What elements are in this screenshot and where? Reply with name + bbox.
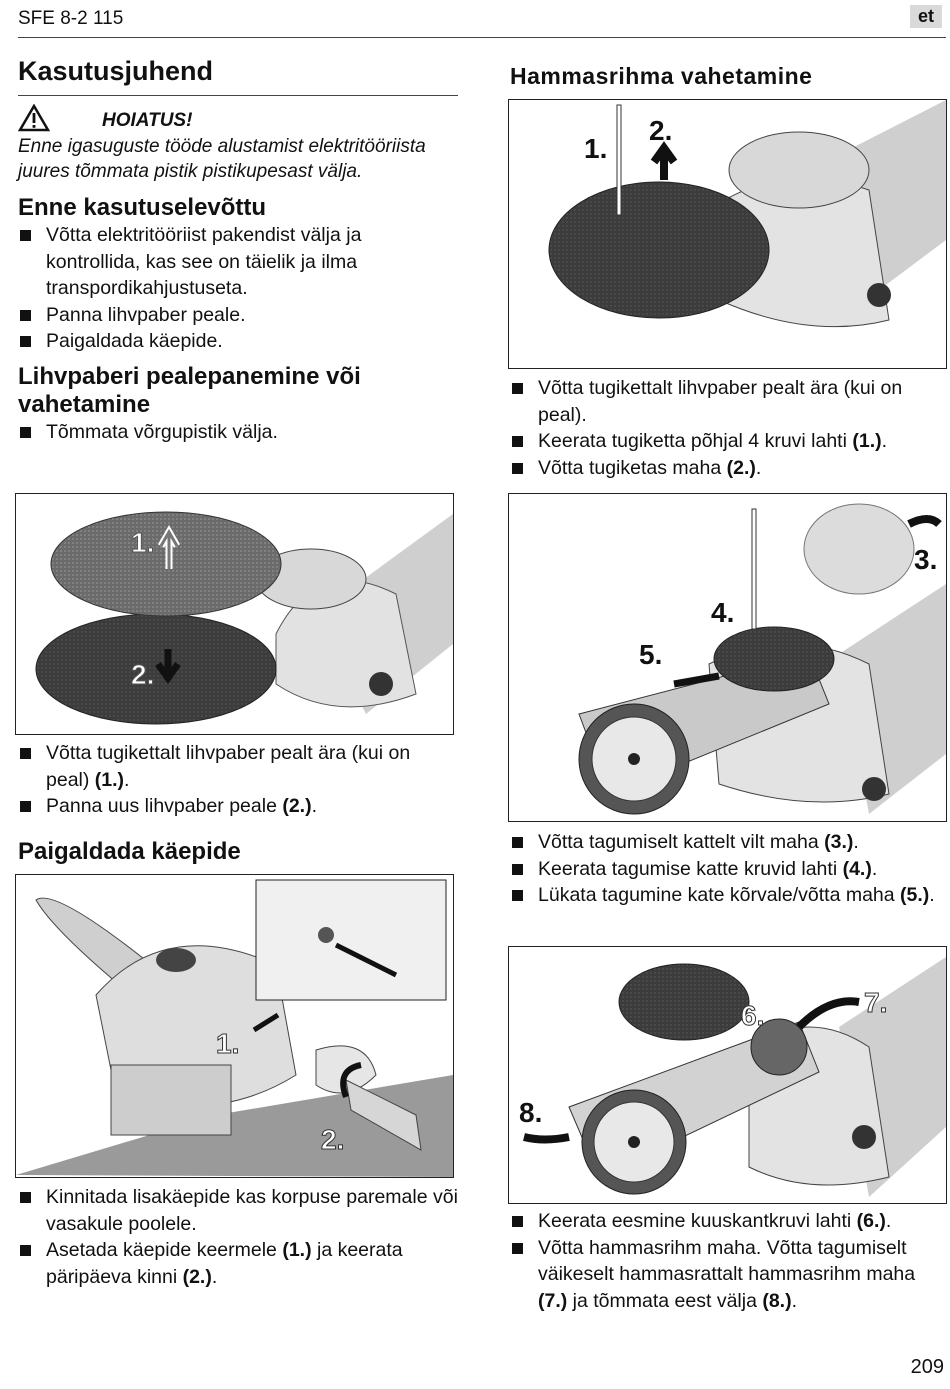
list-item: Võtta tugikettalt lihvpaber pealt ära (k… bbox=[18, 740, 458, 793]
fig5-label-7: 7. bbox=[864, 987, 887, 1018]
warning-text: Enne igasuguste tööde alustamist elektri… bbox=[18, 136, 426, 182]
figure-sandpaper-change: 1. 2. bbox=[15, 493, 454, 735]
right-column-list-2: Võtta tagumiselt kattelt vilt maha (3.).… bbox=[510, 829, 946, 909]
list-item: Võtta elektritööriist pakendist välja ja… bbox=[18, 222, 458, 302]
right-column: Hammasrihma vahetamine bbox=[510, 56, 946, 94]
left-column-lower: Võtta tugikettalt lihvpaber pealt ära (k… bbox=[18, 740, 458, 866]
fig5-label-6: 6. bbox=[741, 1000, 764, 1031]
list-item: Keerata eesmine kuuskantkruvi lahti (6.)… bbox=[510, 1208, 946, 1235]
section-heading-sandpaper: Lihvpaberi pealepanemine või vahetamine bbox=[18, 362, 361, 418]
list-item: Panna uus lihvpaber peale (2.). bbox=[18, 793, 458, 820]
cover-steps-list: Võtta tagumiselt kattelt vilt maha (3.).… bbox=[510, 829, 946, 909]
fig1-label-2: 2. bbox=[131, 659, 154, 690]
fig4-label-5: 5. bbox=[639, 639, 662, 670]
fig3-label-2: 2. bbox=[649, 115, 672, 146]
warning-title: HOIATUS! bbox=[102, 110, 193, 131]
fig2-label-1: 1. bbox=[216, 1028, 239, 1059]
section-heading-belt: Hammasrihma vahetamine bbox=[510, 63, 813, 89]
fig4-label-3: 3. bbox=[914, 544, 937, 575]
fig3-label-1: 1. bbox=[584, 133, 607, 164]
page-title: Kasutusjuhend bbox=[18, 56, 458, 96]
list-item: Võtta tugikettalt lihvpaber pealt ära (k… bbox=[510, 375, 946, 428]
left-column-bottom: Kinnitada lisakäepide kas korpuse parema… bbox=[18, 1184, 458, 1290]
fig1-label-1: 1. bbox=[131, 527, 154, 558]
section-heading-before-use: Enne kasutuselevõttu bbox=[18, 194, 267, 221]
pad-steps-list: Võtta tugikettalt lihvpaber pealt ära (k… bbox=[510, 375, 946, 481]
header-rule bbox=[18, 37, 946, 38]
handle-steps-list: Kinnitada lisakäepide kas korpuse parema… bbox=[18, 1184, 458, 1290]
right-column-list-1: Võtta tugikettalt lihvpaber pealt ära (k… bbox=[510, 375, 946, 481]
left-column: Kasutusjuhend HOIATUS! Enne igasuguste t… bbox=[18, 56, 458, 445]
list-item: Lükata tagumine kate kõrvale/võtta maha … bbox=[510, 882, 946, 909]
belt-steps-list: Keerata eesmine kuuskantkruvi lahti (6.)… bbox=[510, 1208, 946, 1314]
fig5-label-8: 8. bbox=[519, 1097, 542, 1128]
figure-rear-cover: 3. 4. 5. bbox=[508, 493, 947, 822]
section-heading-handle: Paigaldada käepide bbox=[18, 837, 241, 865]
list-item: Paigaldada käepide. bbox=[18, 328, 458, 355]
model-label: SFE 8-2 115 bbox=[18, 8, 124, 29]
list-item: Tõmmata võrgupistik välja. bbox=[18, 419, 458, 446]
list-item: Keerata tugiketta põhjal 4 kruvi lahti (… bbox=[510, 428, 946, 455]
list-item: Võtta hammasrihm maha. Võtta tagumi­selt… bbox=[510, 1235, 946, 1315]
sandpaper-list: Tõmmata võrgupistik välja. bbox=[18, 419, 458, 446]
page-number: 209 bbox=[910, 1356, 944, 1378]
fig2-label-2: 2. bbox=[321, 1124, 344, 1155]
list-item: Panna lihvpaber peale. bbox=[18, 302, 458, 329]
list-item: Võtta tagumiselt kattelt vilt maha (3.). bbox=[510, 829, 946, 856]
sandpaper-steps-list: Võtta tugikettalt lihvpaber pealt ära (k… bbox=[18, 740, 458, 820]
warning-box: HOIATUS! Enne igasuguste tööde alustamis… bbox=[18, 104, 458, 184]
list-item: Kinnitada lisakäepide kas korpuse parema… bbox=[18, 1184, 458, 1237]
right-column-list-3: Keerata eesmine kuuskantkruvi lahti (6.)… bbox=[510, 1208, 946, 1314]
language-badge: et bbox=[909, 5, 942, 28]
figure-belt-removal: 6. 7. 8. bbox=[508, 946, 947, 1204]
warning-triangle-icon bbox=[18, 104, 50, 132]
fig4-label-4: 4. bbox=[711, 597, 734, 628]
list-item: Keerata tagumise katte kruvid lahti (4.)… bbox=[510, 856, 946, 883]
list-item: Võtta tugiketas maha (2.). bbox=[510, 455, 946, 482]
before-use-list: Võtta elektritööriist pakendist välja ja… bbox=[18, 222, 458, 355]
list-item: Asetada käepide keermele (1.) ja keerata… bbox=[18, 1237, 458, 1290]
figure-remove-pad: 1. 2. bbox=[508, 99, 947, 369]
figure-handle-mount: 1. 2. bbox=[15, 874, 454, 1178]
